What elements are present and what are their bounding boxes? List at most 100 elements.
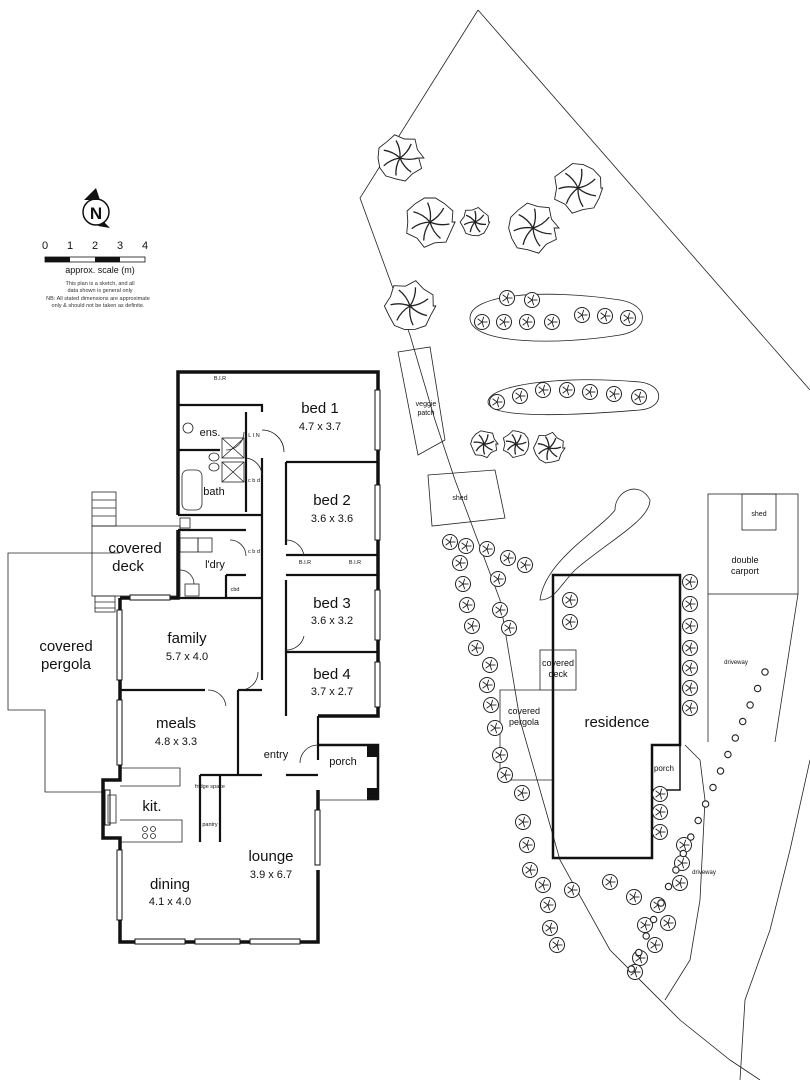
carport-shed-label: shed bbox=[751, 511, 766, 518]
scale-tick-3: 3 bbox=[117, 240, 123, 252]
toilet-icon bbox=[179, 517, 191, 529]
tree-icon bbox=[459, 206, 491, 237]
shrub-icon bbox=[682, 618, 698, 634]
tree-icon bbox=[470, 430, 499, 459]
large-trees bbox=[377, 134, 604, 464]
covered-deck-line2: deck bbox=[112, 558, 144, 575]
tree-icon bbox=[554, 163, 604, 214]
shrub-icon bbox=[492, 602, 508, 618]
hedge-icon bbox=[724, 750, 732, 759]
shrub-icon bbox=[626, 889, 642, 905]
shrub-icon bbox=[522, 862, 538, 878]
carport-shed bbox=[741, 493, 777, 531]
shrub-icon bbox=[682, 660, 698, 676]
shrub-icon bbox=[606, 386, 622, 402]
shrub-icon bbox=[647, 937, 663, 953]
residence-porch bbox=[651, 744, 681, 791]
shrub-icon bbox=[497, 767, 513, 783]
room-meals-dims: 4.8 x 3.3 bbox=[155, 736, 197, 748]
shrub-icon bbox=[499, 290, 515, 306]
veggie-patch-line1: veggie bbox=[416, 401, 437, 408]
hedge-icon bbox=[649, 915, 658, 924]
shrub-icon bbox=[519, 837, 535, 853]
hedge-icon bbox=[672, 866, 680, 874]
scale-note-4: only & should not be taken as definite. bbox=[52, 303, 145, 309]
shrub-icon bbox=[652, 804, 668, 820]
deck-stairs-bottom bbox=[94, 595, 116, 613]
toilet-icon bbox=[182, 422, 194, 434]
scale-label: approx. scale (m) bbox=[65, 265, 135, 275]
site-plan: veggie patch shed shed double carport dr… bbox=[359, 9, 810, 1080]
site-covered-deck-line1: covered bbox=[542, 658, 574, 668]
room-dining: dining bbox=[150, 876, 190, 893]
shrub-icon bbox=[682, 596, 698, 612]
lot-boundary-e bbox=[739, 759, 810, 1080]
shrub-icon bbox=[660, 915, 676, 931]
site-covered-deck bbox=[539, 649, 577, 691]
bir-label-bed1: B.I.R bbox=[214, 376, 226, 382]
shrub-icon bbox=[562, 592, 578, 608]
scale-tick-2: 2 bbox=[92, 240, 98, 252]
shrub-icon bbox=[442, 534, 458, 550]
hedge-icon bbox=[694, 816, 702, 825]
room-bed-2: bed 2 bbox=[313, 492, 351, 509]
shrub-icon bbox=[540, 897, 556, 913]
hedge-icon bbox=[761, 668, 769, 676]
shrub-icon bbox=[459, 597, 475, 613]
covered-pergola-line2: pergola bbox=[41, 656, 92, 673]
room-porch: porch bbox=[329, 756, 357, 768]
room-bed-4-dims: 3.7 x 2.7 bbox=[311, 686, 353, 698]
hedge-icon bbox=[642, 932, 650, 940]
hedge-icon bbox=[701, 800, 710, 808]
compass-letter: N bbox=[90, 204, 102, 223]
shrub-icon bbox=[582, 384, 598, 400]
room-lounge: lounge bbox=[248, 848, 293, 865]
shrub-icon bbox=[559, 382, 575, 398]
shrub-icon bbox=[682, 574, 698, 590]
room-laundry: l'dry bbox=[205, 559, 225, 571]
shrub-icon bbox=[483, 697, 499, 713]
driveway-bottom-label: driveway bbox=[692, 870, 716, 876]
hedge-icon bbox=[731, 734, 740, 742]
basin-icon bbox=[208, 462, 220, 472]
hedge-icon bbox=[687, 833, 695, 841]
room-bed-2-dims: 3.6 x 3.6 bbox=[311, 513, 353, 525]
room-family-dims: 5.7 x 4.0 bbox=[166, 651, 208, 663]
scale-bar: 0 1 2 3 4 approx. scale (m) This plan is… bbox=[42, 240, 150, 309]
pantry-label: pantry bbox=[202, 822, 218, 828]
cbd-bath-label: c b d bbox=[248, 478, 260, 484]
hedge-icon bbox=[716, 767, 725, 775]
shrub-icon bbox=[672, 875, 688, 891]
sink-icon bbox=[107, 794, 117, 824]
pergola-outline bbox=[7, 552, 120, 793]
shrub-icon bbox=[549, 937, 565, 953]
floor-plan-labels: bed 1 4.7 x 3.7 bed 2 3.6 x 3.6 bed 3 3.… bbox=[39, 376, 361, 908]
lot-boundary-ne bbox=[477, 9, 810, 391]
room-ensuite: ens. bbox=[200, 427, 221, 439]
scale-note-2: data shown is general only bbox=[67, 288, 132, 294]
shrub-icon bbox=[620, 310, 636, 326]
room-meals: meals bbox=[156, 715, 196, 732]
shrub-icon bbox=[490, 571, 506, 587]
shed bbox=[427, 469, 506, 527]
shrub-icon bbox=[682, 680, 698, 696]
cooktop-icon bbox=[142, 826, 156, 839]
site-covered-pergola-line2: pergola bbox=[509, 717, 539, 727]
hedge-icon bbox=[679, 849, 688, 858]
room-bed-1: bed 1 bbox=[301, 400, 339, 417]
bir-label-bed2: B.I.R bbox=[299, 560, 311, 566]
veggie-patch-line2: patch bbox=[417, 410, 434, 417]
shrub-icon bbox=[544, 314, 560, 330]
room-lounge-dims: 3.9 x 6.7 bbox=[250, 869, 292, 881]
site-covered-pergola-line1: covered bbox=[508, 706, 540, 716]
fridge-label: fridge space bbox=[195, 784, 225, 790]
shrub-icon bbox=[487, 720, 503, 736]
double-carport-line1: double bbox=[731, 555, 758, 565]
room-kitchen: kit. bbox=[142, 798, 161, 815]
hedge-icon bbox=[635, 948, 643, 957]
hedge-icon bbox=[657, 899, 665, 907]
shrub-icon bbox=[535, 382, 551, 398]
laundry-tub-icon bbox=[179, 537, 199, 553]
